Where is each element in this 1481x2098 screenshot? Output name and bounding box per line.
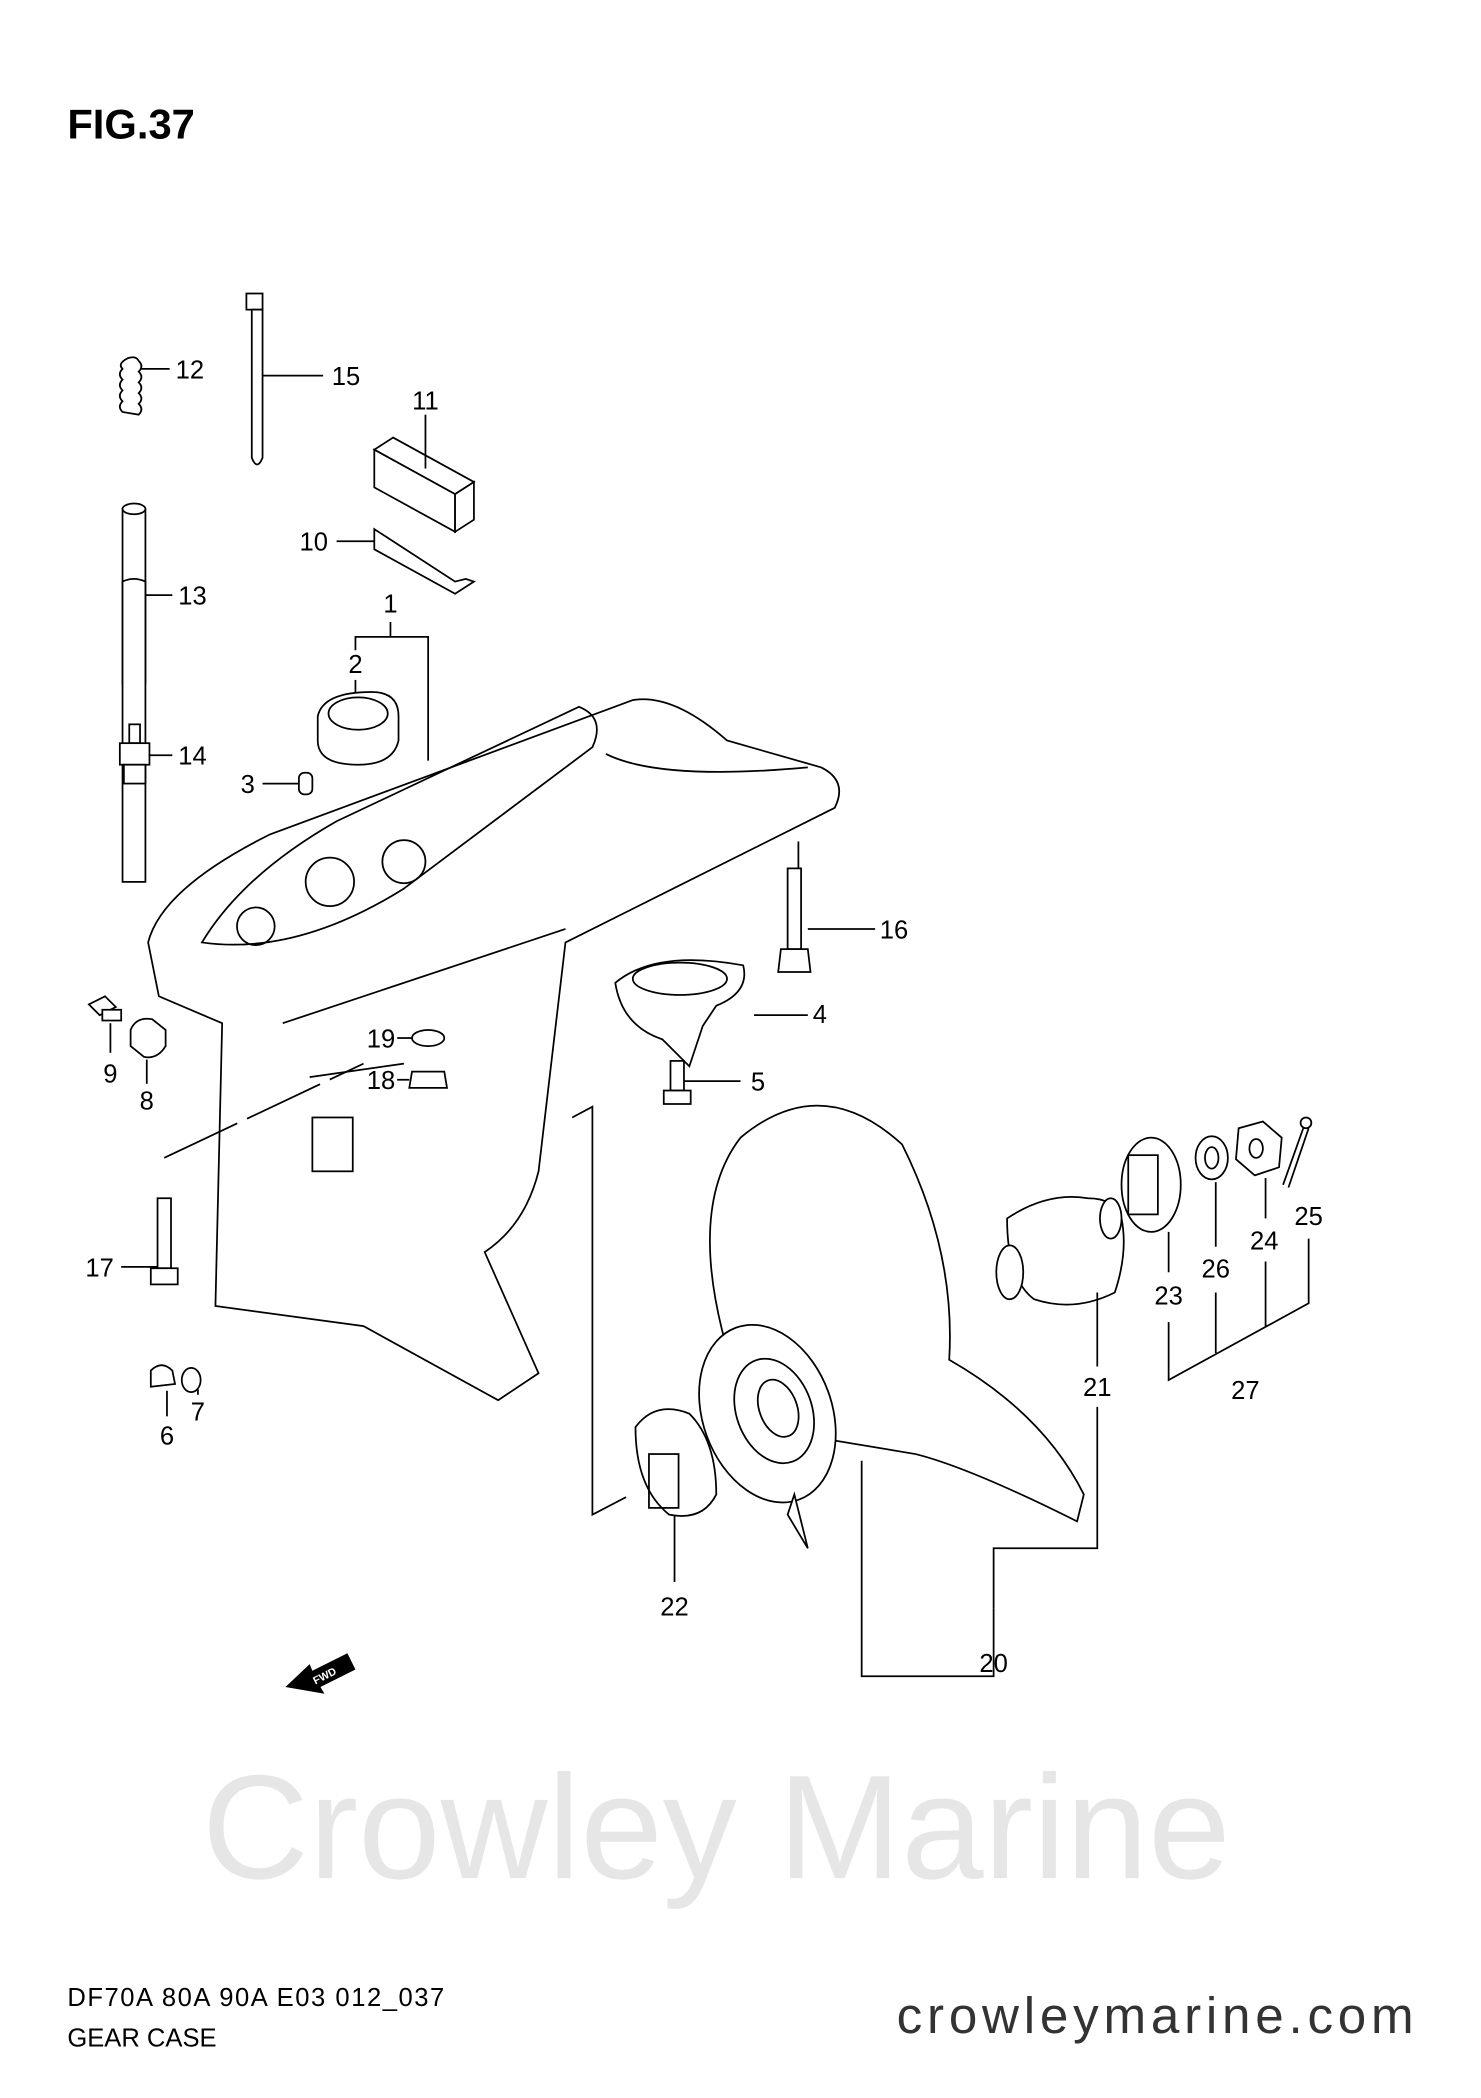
callout-19: 19	[367, 1025, 395, 1053]
callout-10: 10	[299, 529, 327, 557]
part-26-washer[interactable]	[1194, 1135, 1229, 1247]
callout-20: 20	[979, 1650, 1007, 1678]
figure-title: FIG.37	[67, 101, 195, 148]
callout-26: 26	[1202, 1256, 1230, 1284]
part-12-fitting[interactable]	[118, 356, 170, 416]
section-name: GEAR CASE	[67, 2024, 216, 2052]
part-25-cotter-pin[interactable]	[1282, 1116, 1313, 1188]
part-17-bolt[interactable]	[121, 1062, 364, 1286]
callout-18: 18	[367, 1067, 395, 1095]
callout-9: 9	[103, 1060, 117, 1088]
part-14-nozzle[interactable]	[118, 723, 173, 785]
callout-14: 14	[178, 743, 206, 771]
callout-1: 1	[383, 591, 397, 619]
part-22-thrust-washer[interactable]	[634, 1408, 718, 1582]
gear-case-housing[interactable]	[147, 698, 841, 1402]
callout-16: 16	[880, 916, 908, 944]
part-20-propeller[interactable]	[675, 1104, 1085, 1678]
website-link[interactable]: crowleymarine.com	[897, 1987, 1414, 2044]
part-13-hose[interactable]	[121, 502, 173, 883]
part-5-bolt[interactable]	[662, 1060, 741, 1105]
callout-7: 7	[191, 1398, 205, 1426]
callout-6: 6	[160, 1423, 174, 1451]
callout-2: 2	[348, 651, 362, 679]
callout-3: 3	[241, 771, 255, 799]
callout-15: 15	[332, 363, 360, 391]
part-11-block[interactable]	[372, 414, 476, 534]
part-19-washer[interactable]	[397, 1029, 446, 1047]
callout-23: 23	[1154, 1283, 1182, 1311]
callout-21: 21	[1083, 1374, 1111, 1402]
part-4-anode[interactable]	[614, 959, 808, 1068]
callout-17: 17	[85, 1254, 113, 1282]
callout-24: 24	[1250, 1227, 1278, 1255]
callout-13: 13	[178, 583, 206, 611]
callout-bracket-1	[354, 622, 430, 761]
part-21-bushing[interactable]	[995, 1196, 1125, 1367]
callout-labels: 1 2 3 4 5 6 7 8 9 10 11 12 13 14 15 16 1…	[85, 356, 1322, 1678]
fwd-arrow-icon: FWD	[285, 1653, 356, 1694]
part-18-nut[interactable]	[397, 1070, 449, 1089]
part-3-dowel-pin[interactable]	[262, 771, 314, 796]
part-8-spacer[interactable]	[129, 1017, 167, 1084]
callout-27: 27	[1231, 1377, 1259, 1405]
callout-22: 22	[660, 1594, 688, 1622]
callout-bracket-20	[992, 1406, 1099, 1609]
callout-8: 8	[140, 1087, 154, 1115]
callout-5: 5	[751, 1069, 765, 1097]
guide-line	[571, 1105, 627, 1517]
callout-12: 12	[176, 356, 204, 384]
callout-4: 4	[813, 1001, 827, 1029]
part-2-bearing[interactable]	[316, 679, 400, 766]
part-10-strip[interactable]	[336, 527, 476, 595]
part-24-nut[interactable]	[1235, 1120, 1283, 1219]
part-6-plug[interactable]	[149, 1364, 177, 1417]
part-15-cable-tie[interactable]	[245, 292, 324, 466]
part-7-gasket[interactable]	[180, 1367, 202, 1395]
part-9-screw[interactable]	[87, 995, 123, 1053]
model-code: DF70A 80A 90A E03 012_037	[67, 1984, 444, 2012]
callout-11: 11	[412, 387, 439, 415]
callout-25: 25	[1294, 1203, 1322, 1231]
part-16-bolt[interactable]	[777, 841, 876, 973]
part-23-spacer[interactable]	[1120, 1136, 1182, 1273]
watermark: Crowley Marine	[202, 1745, 1231, 1910]
callout-bracket-27	[1167, 1238, 1310, 1382]
